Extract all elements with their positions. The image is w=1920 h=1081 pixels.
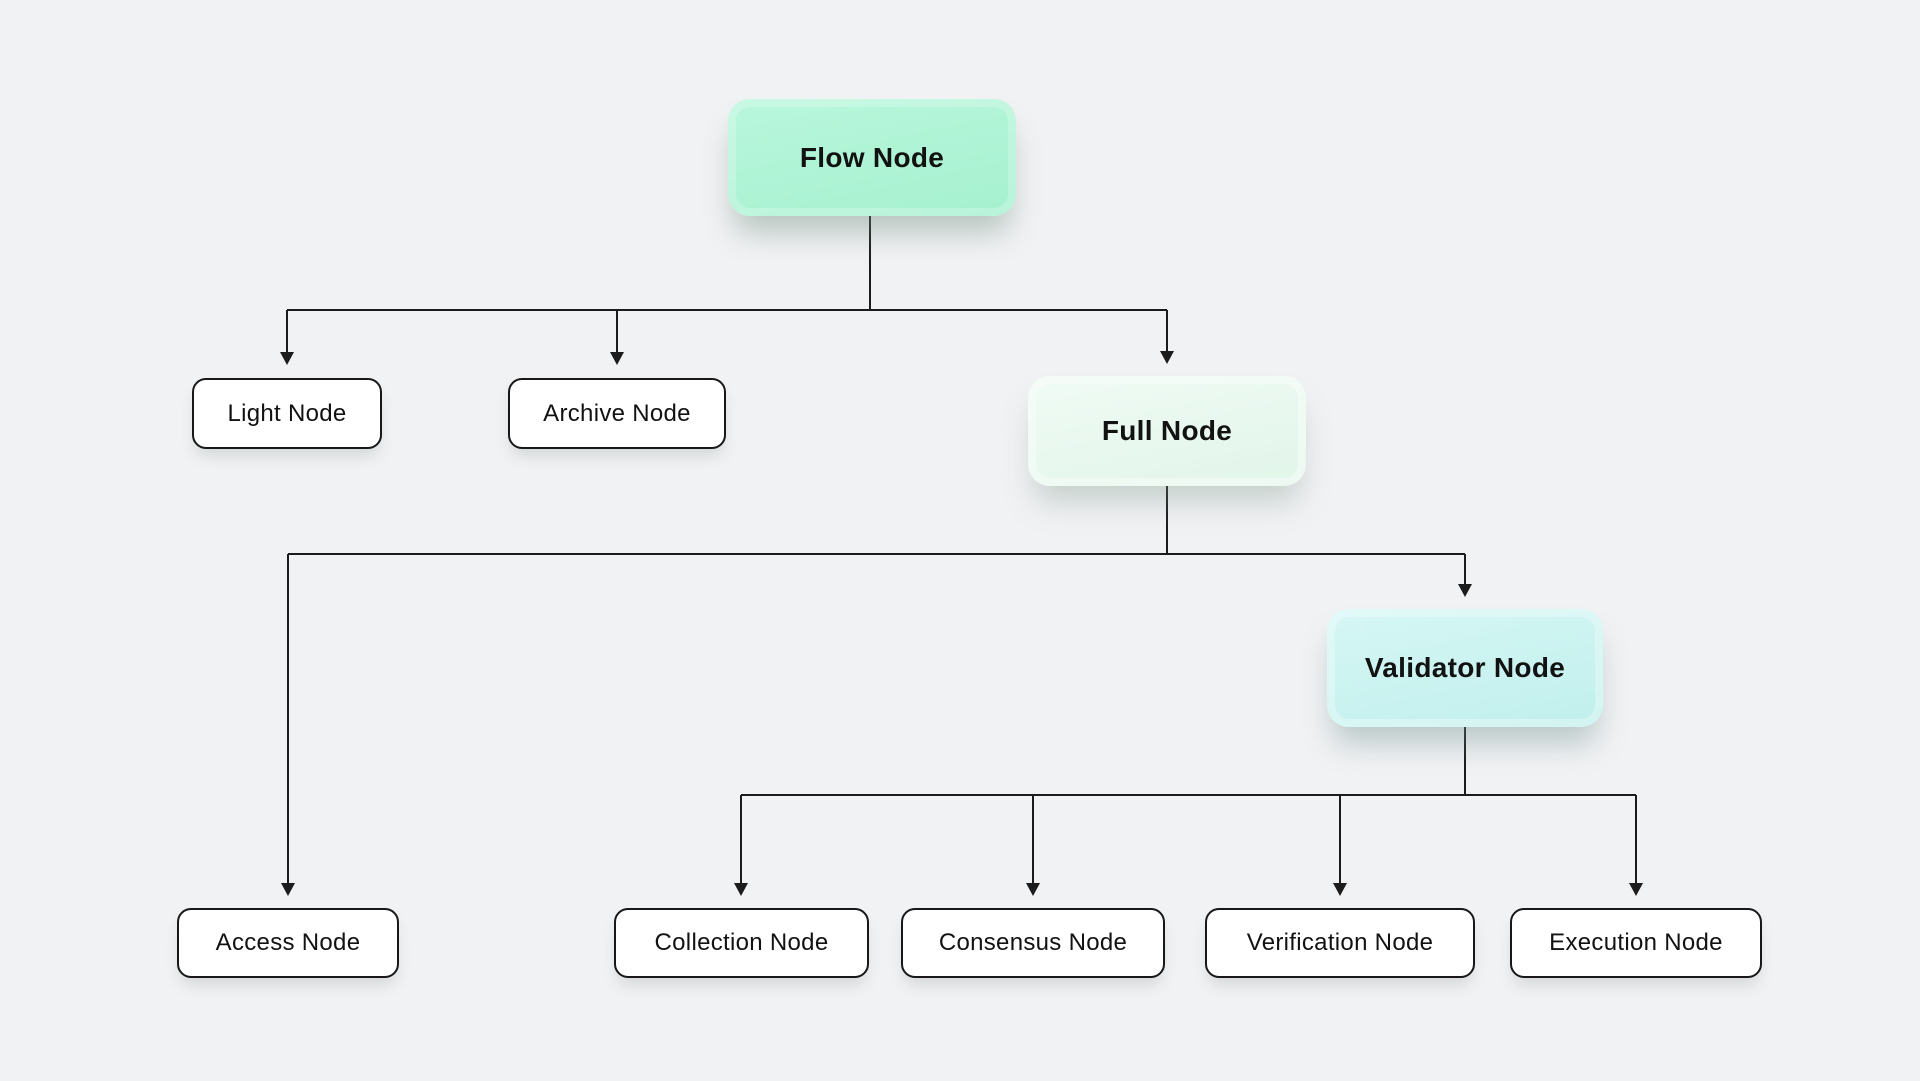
node-consensus-node: Consensus Node [901,908,1165,978]
edge-full-children [288,486,1465,555]
edge-flow-full [1160,310,1174,364]
edge-flow-archive [610,310,624,365]
edge-full-access [281,554,295,896]
node-validator-node-label: Validator Node [1364,652,1566,683]
node-verification-node-label: Verification Node [1246,929,1434,956]
node-full-node: Full Node [1028,376,1306,486]
node-archive-node: Archive Node [508,378,726,449]
edge-validator-execution [1629,795,1643,896]
edge-flow-light [280,310,294,365]
node-flow-node-label: Flow Node [799,141,945,173]
node-validator-node: Validator Node [1327,609,1603,727]
node-archive-node-label: Archive Node [543,399,691,427]
node-full-node-label: Full Node [1101,415,1233,446]
node-light-node: Light Node [192,378,382,449]
edge-full-validator [1458,554,1472,597]
node-flow-node: Flow Node [728,99,1016,216]
node-light-node-label: Light Node [227,399,347,427]
node-collection-node: Collection Node [614,908,869,978]
node-access-node-label: Access Node [215,929,361,956]
edge-validator-children [741,727,1636,796]
node-execution-node-label: Execution Node [1549,929,1723,956]
node-execution-node: Execution Node [1510,908,1762,978]
edge-validator-consensus [1026,795,1040,896]
edge-validator-verification [1333,795,1347,896]
node-collection-node-label: Collection Node [654,929,829,956]
node-access-node: Access Node [177,908,399,978]
edge-flow-children [287,216,1167,311]
edge-validator-collection [734,795,748,896]
node-consensus-node-label: Consensus Node [938,929,1128,956]
node-verification-node: Verification Node [1205,908,1475,978]
